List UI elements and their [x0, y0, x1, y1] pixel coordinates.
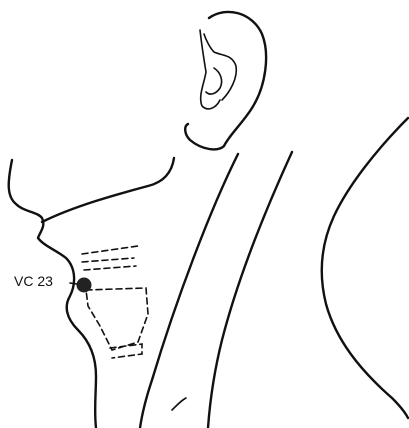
- shoulder-contour: [322, 118, 408, 418]
- neck-front-contour: [140, 154, 238, 428]
- acupoint-marker: [77, 278, 92, 293]
- ear-inner-fold: [204, 34, 236, 100]
- acupoint-label: VC 23: [14, 273, 53, 289]
- ear-outer-helix: [185, 12, 266, 149]
- hyoid-line-upper: [82, 246, 138, 254]
- thyroid-cartilage: [86, 288, 148, 350]
- acupoint-pointer: [70, 283, 77, 284]
- cricoid-ring: [110, 344, 142, 358]
- face-profile-line: [9, 160, 96, 428]
- ear: [185, 12, 266, 149]
- larynx-outline: [82, 246, 148, 358]
- hyoid-line-middle: [82, 258, 134, 262]
- ear-concha: [206, 68, 222, 94]
- clavicle-stroke: [172, 398, 186, 410]
- hyoid-line-lower: [84, 266, 136, 270]
- jaw-line: [42, 158, 174, 222]
